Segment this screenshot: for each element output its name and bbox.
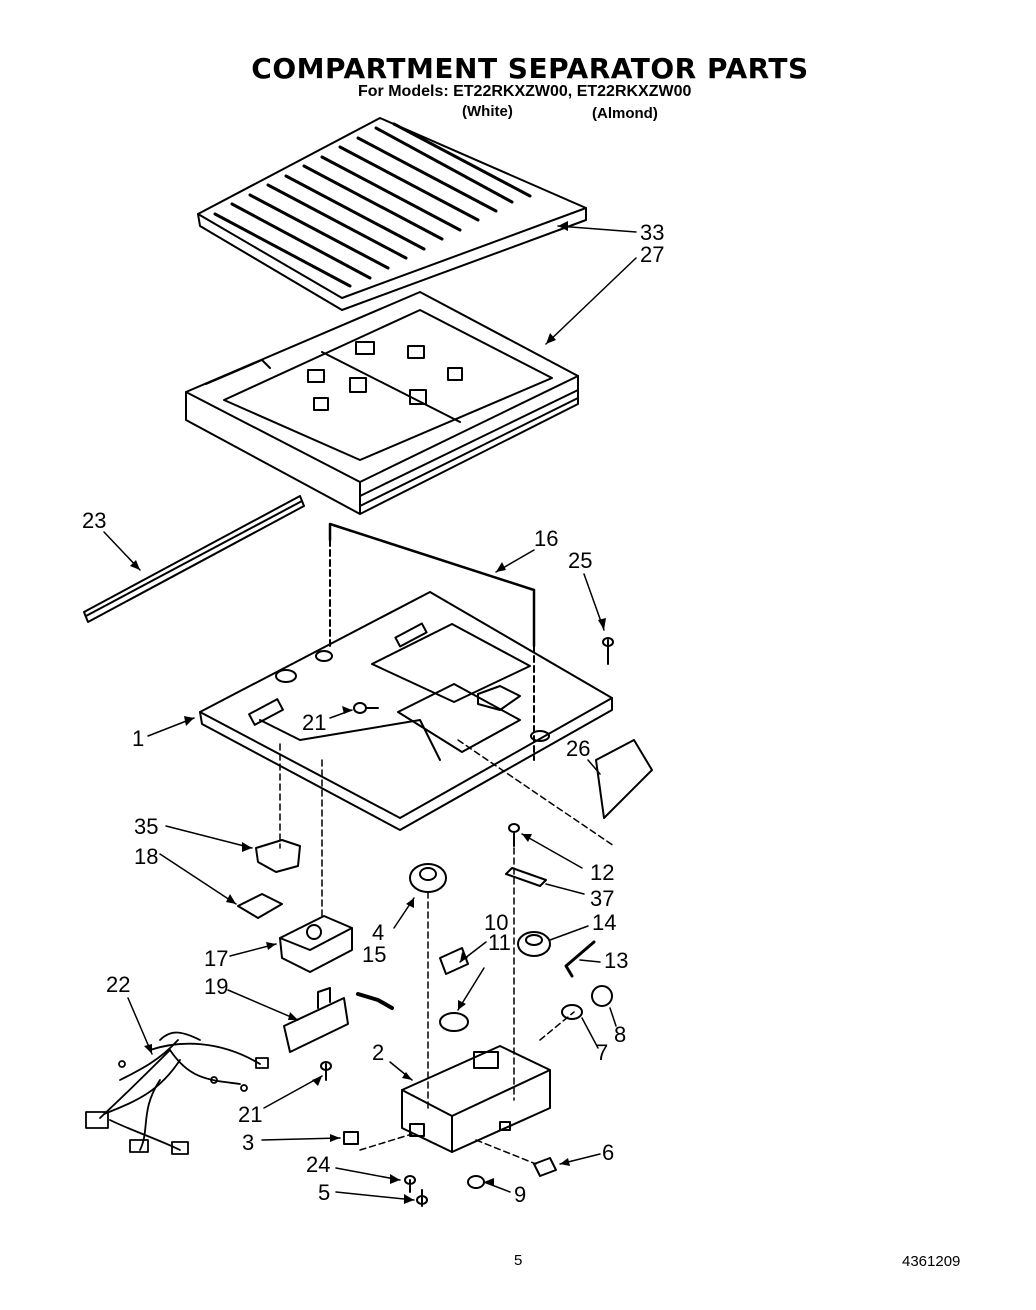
callout-19: 19 (204, 974, 228, 999)
part-13-wire (564, 940, 596, 978)
part-19-bracket (283, 987, 349, 1053)
part-21-screw-lower (320, 1061, 332, 1081)
assembly-guide-lines (279, 739, 615, 1165)
callout-22: 22 (106, 972, 130, 997)
callout-21-lower: 21 (238, 1102, 262, 1127)
part-17-control-housing (279, 915, 353, 973)
arrowheads (130, 221, 606, 1204)
part-23-trim-strip (83, 495, 305, 623)
callout-26: 26 (566, 736, 590, 761)
part-4-sensor (409, 863, 447, 893)
callout-8: 8 (614, 1022, 626, 1047)
callout-14: 14 (592, 910, 616, 935)
callout-3: 3 (242, 1130, 254, 1155)
callout-10: 10 (484, 910, 508, 935)
callout-21-upper: 21 (302, 710, 326, 735)
part-3-connector (343, 1131, 359, 1145)
callout-9: 9 (514, 1182, 526, 1207)
part-7-bulb-holder (561, 1004, 583, 1020)
part-22-wiring-harness (85, 1031, 269, 1155)
part-18-gasket (237, 893, 283, 919)
callout-11: 11 (488, 930, 511, 955)
callout-5: 5 (318, 1180, 330, 1205)
part-25-screw (602, 637, 614, 665)
callout-15: 15 (362, 942, 386, 967)
callout-12: 12 (590, 860, 614, 885)
part-27-cover-tray (185, 291, 579, 515)
callout-1: 1 (132, 726, 144, 751)
callout-4: 4 (372, 920, 384, 945)
part-16-heater-wire (328, 522, 536, 761)
callout-7: 7 (596, 1040, 608, 1065)
part-5-screw (416, 1189, 428, 1207)
page-title: COMPARTMENT SEPARATOR PARTS (251, 52, 809, 85)
part-6-plug (533, 1157, 557, 1177)
callout-13: 13 (604, 948, 628, 973)
callout-25: 25 (568, 548, 592, 573)
part-26-insulation (595, 739, 653, 819)
callout-37: 37 (590, 886, 614, 911)
part-35-damper (255, 839, 301, 873)
part-10-switch (439, 947, 469, 975)
variant-white: (White) (462, 103, 513, 120)
callout-leaders (103, 225, 637, 1201)
callout-24: 24 (306, 1152, 330, 1177)
part-12-screw (508, 823, 520, 847)
variant-almond: (Almond) (592, 105, 658, 122)
part-21-screw-upper (353, 702, 379, 714)
part-1-separator-base (199, 591, 613, 831)
callout-18: 18 (134, 844, 158, 869)
document-number: 4361209 (902, 1253, 961, 1270)
part-8-bulb (591, 985, 613, 1007)
part-14-lamp-socket (517, 931, 551, 957)
part-33-shelf-grille (197, 117, 587, 311)
callout-35: 35 (134, 814, 158, 839)
callout-16: 16 (534, 526, 558, 551)
callout-17: 17 (204, 946, 228, 971)
part-37-clip (505, 867, 547, 887)
part-15-tube (356, 992, 394, 1010)
callout-6: 6 (602, 1140, 614, 1165)
callout-2: 2 (372, 1040, 384, 1065)
part-2-control-box (401, 1045, 551, 1153)
callout-27: 27 (640, 242, 664, 267)
callout-23: 23 (82, 508, 106, 533)
part-11-grommet (439, 1012, 469, 1032)
part-9-grommet (467, 1175, 485, 1189)
page-number: 5 (514, 1252, 523, 1269)
callout-33: 33 (640, 220, 664, 245)
models-line: For Models: ET22RKXZW00, ET22RKXZW00 (358, 83, 692, 100)
part-24-screw (404, 1175, 416, 1193)
